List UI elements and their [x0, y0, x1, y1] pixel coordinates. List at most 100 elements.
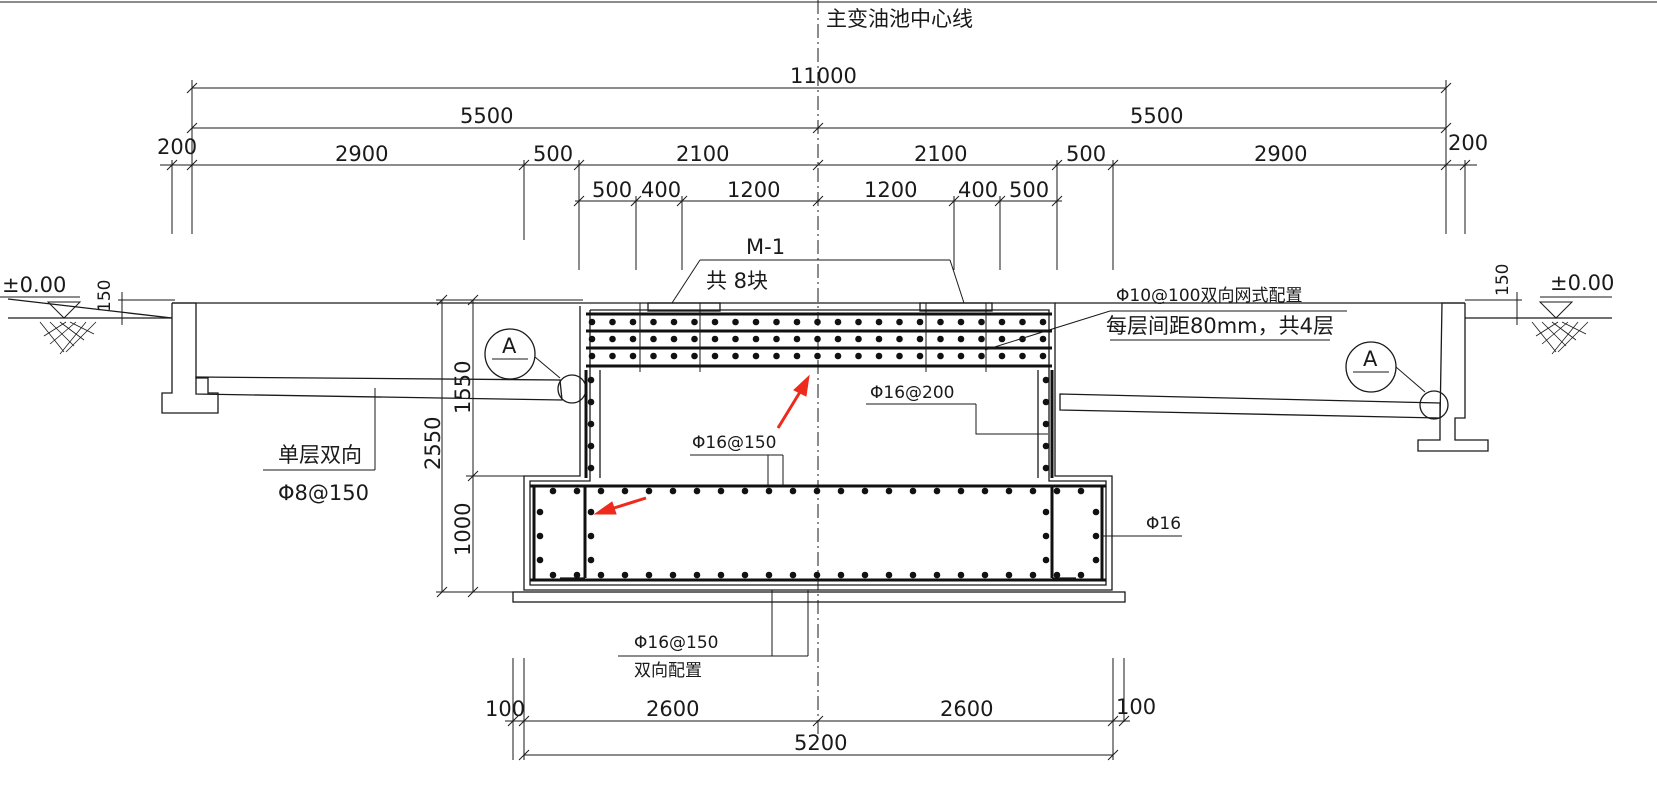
wall-rebar-dot [1042, 420, 1050, 428]
wall-rebar-dot [1042, 398, 1050, 406]
base-top-rebar-dot [981, 487, 989, 495]
mesh-rebar-dot [793, 352, 801, 360]
rebar-lines [530, 370, 1106, 582]
base-bottom-rebar-dot [741, 571, 749, 579]
dim-bottom-total: 5200 [794, 731, 847, 755]
wall-rebar-dot [587, 442, 595, 450]
base-side-rebar-dot [1092, 532, 1100, 540]
mesh-rebar-dot [609, 318, 616, 326]
dim-height-upper: 1550 [451, 361, 475, 414]
mesh-rebar-dot [978, 318, 985, 326]
base-side-rebar-dot [1092, 556, 1100, 564]
grille-name: M-1 [746, 235, 785, 259]
top-dimension-chain [160, 80, 1477, 270]
mesh-rebar-dot [814, 335, 821, 343]
grade-level-left: ±0.00 [2, 273, 66, 297]
mesh-rebar-dot [1039, 318, 1047, 326]
mesh-rebar-dot [875, 318, 883, 326]
dim-half-left: 5500 [460, 104, 513, 128]
mesh-rebar-dot [998, 318, 1006, 326]
section-mark-right-letter: A [1363, 347, 1378, 371]
base-side-rebar-dot [587, 508, 595, 516]
base-bottom-rebar-dot [573, 571, 581, 579]
base-top-rebar-dot [717, 487, 725, 495]
wall-rebar-dot [1042, 376, 1050, 384]
mesh-rebar-dot [916, 318, 924, 326]
wall-rebar-dot [587, 376, 595, 384]
mesh-rebar-dot [650, 335, 657, 343]
grade-left [0, 292, 175, 355]
base-side-rebar-dot [587, 532, 595, 540]
base-top-rebar-dot [621, 487, 629, 495]
base-bottom-rebar-dot [693, 571, 701, 579]
wall-rebar-dot [1042, 442, 1050, 450]
mesh-rebar-dot [896, 335, 903, 343]
mesh-rebar-dot [793, 335, 801, 343]
mesh-rebar-dot [1039, 352, 1047, 360]
section-mark-right [1345, 341, 1449, 420]
section-mark-left-letter: A [502, 334, 517, 358]
mesh-rebar-dot [650, 318, 657, 326]
dim-grille-b-left: 400 [641, 178, 681, 202]
base-bottom-rebar-dot [549, 571, 557, 579]
base-bottom-rebar-dot [645, 571, 653, 579]
mesh-rebar-dot [670, 352, 678, 360]
mesh-rebar-dot [937, 335, 944, 343]
base-bottom-rebar-dot [621, 571, 629, 579]
wall-rebar-dot [587, 420, 595, 428]
mesh-rebar-dot [1019, 352, 1026, 360]
dim-total-width: 11000 [790, 64, 857, 88]
base-bottom-rebar-dot [1005, 571, 1013, 579]
base-bottom-rebar-dot [669, 571, 677, 579]
dim-edge-left: 200 [157, 135, 197, 159]
mesh-rebar-dots [588, 318, 1047, 360]
mesh-rebar-dot [855, 335, 862, 343]
mesh-rebar-dot [773, 318, 780, 326]
base-side-rebar-dot [536, 556, 544, 564]
dim-wall-zone-right: 2900 [1254, 142, 1307, 166]
mesh-rebar-dot [732, 335, 739, 343]
mesh-leader [984, 310, 1347, 351]
dim-height-lower: 1000 [451, 503, 475, 556]
base-bottom-rebar-dot [933, 571, 941, 579]
base-bottom-rebar-dot [981, 571, 989, 579]
base-top-rebar-dot [1053, 487, 1061, 495]
pipe-label-line2: Φ8@150 [278, 481, 369, 505]
wall-rebar-label: Φ16@200 [870, 383, 954, 403]
dim-inner-right: 2100 [914, 142, 967, 166]
base-top-rebar-dot [1077, 487, 1085, 495]
mesh-rebar-dot [916, 352, 924, 360]
base-bottom-rebar-dot [1077, 571, 1085, 579]
centerline-label: 主变油池中心线 [826, 7, 973, 31]
mesh-rebar-dot [752, 318, 760, 326]
base-bottom-rebar-dot [717, 571, 725, 579]
mesh-rebar-dot [691, 335, 698, 343]
base-top-rebar-dot [813, 487, 821, 495]
base-bottom-rebar-dot [789, 571, 797, 579]
wall-rebar-dots [536, 376, 1100, 579]
mesh-rebar-dot [609, 335, 616, 343]
height-dimension-chain [436, 294, 583, 598]
mesh-rebar-dot [588, 335, 596, 343]
base-rebar-label-line2: 双向配置 [634, 661, 702, 681]
dim-step-right: 500 [1066, 142, 1106, 166]
base-top-rebar-dot [957, 487, 965, 495]
mesh-rebar-dot [998, 352, 1006, 360]
mesh-rebar-dot [1019, 318, 1026, 326]
base-top-rebar-dot [645, 487, 653, 495]
base-top-rebar-dot [597, 487, 605, 495]
wall-rebar-leader [866, 403, 1048, 435]
base-bottom-rebar-dot [813, 571, 821, 579]
base-top-rebar-dot [909, 487, 917, 495]
base-side-rebar-dot [536, 508, 544, 516]
dim-step-left: 500 [533, 142, 573, 166]
dim-grille-a-right: 500 [1009, 178, 1049, 202]
base-top-rebar-dot [1029, 487, 1037, 495]
grille-count: 共 8块 [706, 269, 768, 293]
base-top-rebar-dot [549, 487, 557, 495]
mesh-layers [586, 303, 1052, 372]
mesh-rebar-dot [691, 352, 698, 360]
base-side-rebar-dot [587, 556, 595, 564]
mesh-rebar-label: Φ10@100双向网式配置 [1116, 286, 1302, 306]
mesh-rebar-dot [629, 352, 637, 360]
